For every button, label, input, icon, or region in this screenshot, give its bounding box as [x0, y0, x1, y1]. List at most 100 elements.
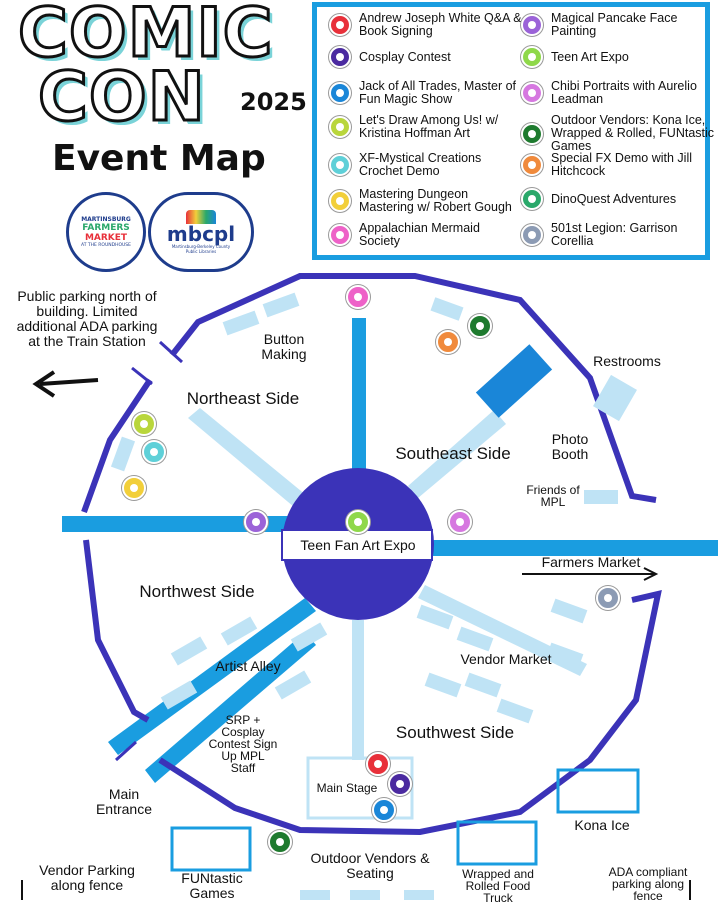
zone-southwest: Southwest Side	[395, 723, 515, 742]
location-pin-icon	[329, 82, 351, 104]
map-location-pin-icon[interactable]	[244, 510, 268, 534]
map-location-pin-icon[interactable]	[268, 830, 292, 854]
legend-item: 501st Legion: Garrison Corellia	[521, 222, 716, 248]
table	[274, 670, 312, 700]
legend-item: Mastering Dungeon Mastering w/ Robert Go…	[329, 188, 524, 214]
door-nw	[158, 340, 184, 364]
farmers-logo-line1: MARTINSBURG	[81, 216, 131, 223]
table	[416, 604, 454, 630]
legend-label: Andrew Joseph White Q&A & Book Signing	[359, 11, 522, 38]
table	[220, 616, 258, 646]
table	[593, 374, 637, 422]
wrapped-rolled-label: Wrapped and Rolled Food Truck	[462, 867, 534, 905]
main-corridors	[62, 318, 718, 783]
legend-item: Jack of All Trades, Master of Fun Magic …	[329, 80, 524, 106]
building-outline-north	[169, 273, 657, 503]
legend-label: 501st Legion: Garrison Corellia	[551, 221, 678, 248]
map-location-pin-icon[interactable]	[122, 476, 146, 500]
legend-label: DinoQuest Adventures	[551, 191, 677, 206]
map-location-pin-icon[interactable]	[346, 285, 370, 309]
location-pin-icon	[329, 46, 351, 68]
door-sw	[114, 740, 138, 762]
library-logo: mbcpl Martinsburg-Berkeley County Public…	[148, 192, 254, 272]
table	[404, 890, 434, 900]
door-w	[131, 366, 153, 386]
arrow-left-parking	[32, 370, 99, 398]
legend-item: Special FX Demo with Jill Hitchcock	[521, 152, 716, 178]
legend-item: DinoQuest Adventures	[521, 188, 716, 210]
srp-signup-label: SRP + Cosplay Contest Sign Up MPL Staff	[208, 713, 278, 775]
location-pin-icon	[521, 82, 543, 104]
map-location-pin-icon[interactable]	[388, 772, 412, 796]
location-pin-icon	[521, 14, 543, 36]
legend-label: Chibi Portraits with Aurelio Leadman	[551, 79, 697, 106]
library-logo-name: mbcpl	[166, 222, 236, 246]
farmers-market-logo: MARTINSBURG FARMERS MARKET AT THE ROUNDH…	[66, 192, 146, 272]
location-pin-icon	[329, 116, 351, 138]
ada-parking-label: ADA compliant parking along fence	[608, 865, 688, 903]
map-location-pin-icon[interactable]	[436, 330, 460, 354]
farmers-logo-line3: MARKET	[84, 233, 128, 243]
building-outline-sw	[83, 539, 150, 723]
table	[350, 890, 380, 900]
title-line-2: CON	[37, 58, 207, 137]
location-pin-icon	[329, 190, 351, 212]
center-label-bg	[281, 529, 433, 561]
legend-label: Cosplay Contest	[359, 49, 451, 64]
map-location-pin-icon[interactable]	[448, 510, 472, 534]
funtastic-games-booth	[170, 826, 252, 872]
title-comic: COMIC CON	[17, 0, 275, 137]
center-label: Teen Fan Art Expo	[300, 537, 416, 553]
building-outline-south	[158, 590, 662, 836]
legend-item: XF-Mystical Creations Crochet Demo	[329, 152, 524, 178]
title-year: 2025	[240, 88, 307, 116]
table	[262, 292, 300, 318]
farmers-logo-line4: AT THE ROUNDHOUSE	[80, 243, 132, 248]
funtastic-games-label: FUNtastic Games	[181, 870, 243, 901]
table	[160, 680, 198, 710]
table	[584, 490, 618, 504]
corridor-artist-alley	[108, 598, 316, 755]
table	[110, 436, 136, 472]
photo-booth-block	[475, 344, 553, 418]
map-location-pin-icon[interactable]	[366, 752, 390, 776]
corridor-artist-alley-2	[145, 632, 316, 783]
corridors	[188, 408, 587, 760]
map-location-pin-icon[interactable]	[346, 510, 370, 534]
table	[290, 622, 328, 652]
map-location-pin-icon[interactable]	[372, 798, 396, 822]
map-location-pin-icon[interactable]	[142, 440, 166, 464]
location-pin-icon	[329, 224, 351, 246]
photo-booth-label: Photo Booth	[551, 431, 589, 462]
map-location-pin-icon[interactable]	[132, 412, 156, 436]
corridor-south	[352, 620, 364, 760]
table	[170, 636, 208, 666]
corridor-west	[62, 516, 288, 532]
table	[546, 642, 584, 668]
legend-item: Cosplay Contest	[329, 46, 524, 68]
vendor-market-label: Vendor Market	[460, 651, 552, 667]
map-location-pin-icon[interactable]	[468, 314, 492, 338]
button-making-label: Button Making	[261, 331, 307, 362]
farmers-logo-line2: FARMERS	[82, 223, 130, 233]
legend-label: Magical Pancake Face Painting	[551, 11, 678, 38]
zone-northeast: Northeast Side	[186, 389, 300, 408]
location-pin-icon	[521, 46, 543, 68]
map-location-pin-icon[interactable]	[596, 586, 620, 610]
friends-mpl-label: Friends of MPL	[526, 483, 580, 509]
legend-label: Mastering Dungeon Mastering w/ Robert Go…	[359, 187, 512, 214]
table	[430, 297, 464, 321]
arrow-right-farmers	[522, 567, 659, 581]
zone-northwest: Northwest Side	[139, 582, 255, 601]
kona-ice-booth	[556, 768, 640, 814]
corridor-ne	[188, 408, 312, 512]
table	[424, 672, 462, 698]
event-map-svg	[21, 273, 718, 900]
corridor-sw-top	[418, 585, 587, 676]
location-pin-icon	[329, 154, 351, 176]
legend-label: Special FX Demo with Jill Hitchcock	[551, 151, 693, 178]
arrows	[21, 370, 691, 900]
restrooms-label: Restrooms	[593, 353, 661, 369]
library-logo-sub: Martinsburg-Berkeley County Public Libra…	[171, 244, 231, 254]
